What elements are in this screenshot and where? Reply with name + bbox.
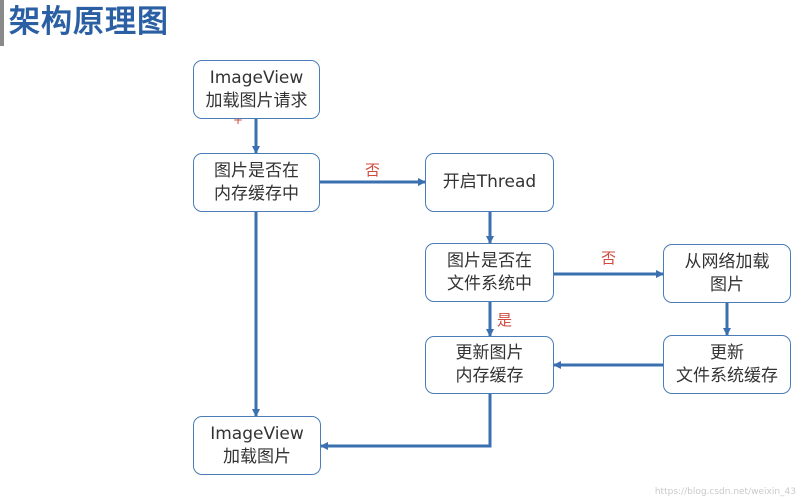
arrow-update-memory-to-imageview-load <box>320 394 492 450</box>
node-network-load: 从网络加载 图片 <box>663 244 791 303</box>
node-check-memory-cache-line2: 内存缓存中 <box>214 183 299 204</box>
node-update-file-cache-line1: 更新 <box>710 342 744 363</box>
node-check-memory-cache: 图片是否在 内存缓存中 <box>193 153 320 212</box>
red-cursor-mark: + <box>233 113 244 127</box>
edge-label-file-yes: 是 <box>497 311 513 329</box>
node-imageview-load: ImageView 加载图片 <box>193 416 321 475</box>
page-title: 架构原理图 <box>9 4 169 40</box>
edge-label-file-no: 否 <box>601 249 617 267</box>
node-imageview-load-line2: 加载图片 <box>223 446 291 467</box>
node-imageview-load-line1: ImageView <box>210 423 304 444</box>
node-check-file-system-line2: 文件系统中 <box>447 273 532 294</box>
node-imageview-request: ImageView 加载图片请求 <box>193 60 320 119</box>
watermark-text: https://blog.csdn.net/weixin_43 <box>654 487 796 497</box>
node-update-memory-cache-line1: 更新图片 <box>455 343 524 363</box>
node-check-memory-cache-line1: 图片是否在 <box>214 160 299 181</box>
node-network-load-line1: 从网络加载 <box>684 251 770 272</box>
node-update-file-cache-line2: 文件系统缓存 <box>676 365 778 386</box>
edge-label-memory-no: 否 <box>365 161 381 179</box>
node-check-file-system-line1: 图片是否在 <box>447 250 532 271</box>
node-start-thread-line1: 开启Thread <box>442 172 537 192</box>
node-imageview-request-line2: 加载图片请求 <box>205 90 308 111</box>
title-accent-bar <box>0 0 4 46</box>
node-update-file-cache: 更新 文件系统缓存 <box>663 335 791 394</box>
node-check-file-system: 图片是否在 文件系统中 <box>425 243 554 302</box>
node-update-memory-cache: 更新图片 内存缓存 <box>425 336 554 394</box>
node-update-memory-cache-line2: 内存缓存 <box>455 366 524 386</box>
node-imageview-request-line1: ImageView <box>209 67 304 88</box>
node-start-thread: 开启Thread <box>425 153 554 212</box>
node-network-load-line2: 图片 <box>710 274 744 295</box>
